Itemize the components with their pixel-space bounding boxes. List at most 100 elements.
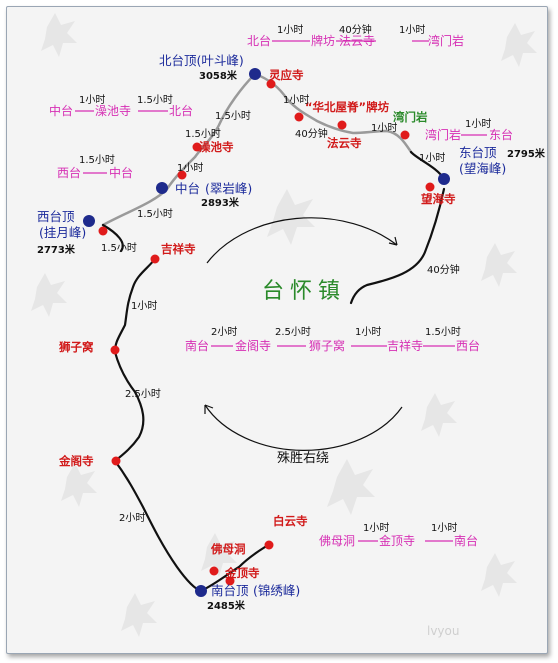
peak-east-name: 东台顶 bbox=[459, 145, 497, 160]
route-summary-6: 佛母洞 金顶寺 南台 1小时 1小时 bbox=[319, 522, 478, 548]
dot-huabei bbox=[294, 112, 304, 122]
dot-zaochi-lower bbox=[177, 170, 187, 180]
route2-stop-1: 澡池寺 bbox=[95, 104, 131, 118]
upper-arc bbox=[206, 217, 398, 264]
route3-stop-0: 西台 bbox=[57, 165, 81, 180]
time-jinge-south: 2小时 bbox=[119, 512, 145, 524]
site-jixiang: 吉祥寺 bbox=[161, 242, 196, 256]
dot-jinding bbox=[225, 576, 235, 586]
time-west-jixiang: 1.5小时 bbox=[101, 242, 137, 254]
peak-dots bbox=[83, 68, 450, 597]
route3-time-0: 1.5小时 bbox=[79, 154, 115, 166]
route2-stop-0: 中台 bbox=[49, 103, 73, 118]
route6-time-0: 1小时 bbox=[363, 522, 389, 534]
peak-south-elev: 2485米 bbox=[207, 599, 246, 612]
route5-stop-0: 南台 bbox=[185, 338, 209, 353]
dot-zaochi bbox=[192, 142, 202, 152]
peak-labels: 北台顶(叶斗峰) 3058米 中台 (翠岩峰) 2893米 西台顶 (挂月峰) … bbox=[37, 53, 546, 612]
dot-wanghai bbox=[425, 182, 435, 192]
route6-stop-2: 南台 bbox=[454, 533, 478, 548]
time-central-west: 1.5小时 bbox=[137, 208, 173, 220]
route1-time-2: 1小时 bbox=[399, 24, 425, 36]
peak-central-sub: (翠岩峰) bbox=[205, 181, 252, 196]
peak-east-sub: (望海峰) bbox=[459, 161, 506, 176]
dot-west-site bbox=[98, 226, 108, 236]
black-routes bbox=[101, 150, 446, 593]
time-north-lingying: 1小时 bbox=[283, 94, 309, 106]
route4-stop-1: 东台 bbox=[489, 127, 513, 142]
route6-stop-1: 金顶寺 bbox=[379, 533, 415, 548]
site-lingying: 灵应寺 bbox=[269, 68, 304, 82]
town-title: 台怀镇 bbox=[262, 279, 346, 304]
site-huabei: “华北屋脊”牌坊 bbox=[305, 100, 390, 114]
map-frame: 台怀镇 殊胜右绕 北台 牌坊 法云寺 湾门岩 1小时 40分钟 1小时 中台 澡… bbox=[6, 6, 548, 654]
route3-stop-1: 中台 bbox=[109, 165, 133, 180]
lower-arc-head bbox=[204, 404, 214, 414]
route-summary-1: 北台 牌坊 法云寺 湾门岩 1小时 40分钟 1小时 bbox=[247, 23, 464, 48]
time-jixiang-shizi: 1小时 bbox=[131, 300, 157, 312]
route2-stop-2: 北台 bbox=[169, 103, 193, 118]
peak-dot-west bbox=[83, 215, 95, 227]
route2-time-1: 1.5小时 bbox=[137, 94, 173, 106]
route-summary-lines bbox=[75, 40, 487, 542]
peak-dot-east bbox=[438, 173, 450, 185]
peak-west-name: 西台顶 bbox=[37, 209, 75, 224]
site-fayun: 法云寺 bbox=[327, 136, 362, 150]
peak-central-elev: 2893米 bbox=[201, 196, 240, 209]
route5-stop-1: 金阁寺 bbox=[235, 338, 271, 353]
center-caption: 殊胜右绕 bbox=[277, 451, 329, 466]
route-summary-2: 中台 澡池寺 北台 1小时 1.5小时 bbox=[49, 94, 193, 118]
peak-north-elev: 3058米 bbox=[199, 69, 238, 82]
time-huabei-fayun: 40分钟 bbox=[295, 127, 328, 140]
route-west-south bbox=[113, 257, 203, 593]
dot-shizi bbox=[110, 345, 120, 355]
route2-time-0: 1小时 bbox=[79, 94, 105, 106]
route6-time-1: 1小时 bbox=[431, 522, 457, 534]
route5-time-1: 2.5小时 bbox=[275, 326, 311, 338]
peak-south-name: 南台顶 bbox=[211, 583, 249, 598]
site-zaochi: 澡池寺 bbox=[199, 140, 234, 154]
peak-east-elev: 2795米 bbox=[507, 147, 546, 160]
time-north-zaochi: 1.5小时 bbox=[185, 128, 221, 140]
site-jinge: 金阁寺 bbox=[58, 454, 94, 468]
route5-stop-4: 西台 bbox=[456, 338, 480, 353]
route1-time-1: 40分钟 bbox=[339, 23, 372, 36]
dot-fayun bbox=[337, 120, 347, 130]
route1-stop-2: 法云寺 bbox=[339, 34, 375, 48]
route1-time-0: 1小时 bbox=[277, 24, 303, 36]
route-north-central-west bbox=[101, 72, 257, 227]
time-lingying-huabei: 1.5小时 bbox=[215, 110, 251, 122]
site-dots bbox=[98, 79, 435, 586]
route4-time-0: 1小时 bbox=[465, 118, 491, 130]
site-labels: 灵应寺 “华北屋脊”牌坊 法云寺 湾门岩 澡池寺 望海寺 吉祥寺 狮子窝 金阁寺… bbox=[58, 68, 456, 580]
route4-stop-0: 湾门岩 bbox=[425, 127, 461, 142]
route1-stop-1: 牌坊 bbox=[311, 33, 335, 48]
route-south-baiyun bbox=[199, 545, 267, 593]
site-wanmen: 湾门岩 bbox=[393, 110, 428, 124]
route5-time-3: 1.5小时 bbox=[425, 326, 461, 338]
dot-wanmen bbox=[400, 130, 410, 140]
segment-time-labels: 1小时 1.5小时 40分钟 1小时 1小时 1.5小时 1小时 1.5小时 1… bbox=[101, 94, 460, 524]
site-fomu: 佛母洞 bbox=[210, 542, 246, 556]
peak-west-elev: 2773米 bbox=[37, 243, 76, 256]
peak-dot-central bbox=[156, 182, 168, 194]
dot-jixiang bbox=[150, 254, 160, 264]
time-zaochi-central: 1小时 bbox=[177, 162, 203, 174]
route1-stop-3: 湾门岩 bbox=[428, 33, 464, 48]
peak-west-sub: (挂月峰) bbox=[39, 225, 86, 240]
dot-fomu bbox=[209, 566, 219, 576]
site-wanghai: 望海寺 bbox=[421, 192, 456, 206]
watermark: lvyou bbox=[427, 624, 459, 638]
peak-dot-north bbox=[249, 68, 261, 80]
peak-ring-routes bbox=[101, 72, 413, 227]
time-east-town: 40分钟 bbox=[427, 263, 460, 276]
circulation-arrows bbox=[204, 217, 403, 451]
route-west-link bbox=[101, 223, 124, 253]
time-shizi-jinge: 2.5小时 bbox=[125, 388, 161, 400]
site-baiyun: 白云寺 bbox=[273, 514, 308, 528]
route-north-east bbox=[253, 72, 413, 154]
site-shizi: 狮子窝 bbox=[58, 340, 94, 354]
route5-time-2: 1小时 bbox=[355, 326, 381, 338]
route5-stop-3: 吉祥寺 bbox=[387, 339, 423, 353]
route5-stop-2: 狮子窝 bbox=[309, 338, 345, 353]
